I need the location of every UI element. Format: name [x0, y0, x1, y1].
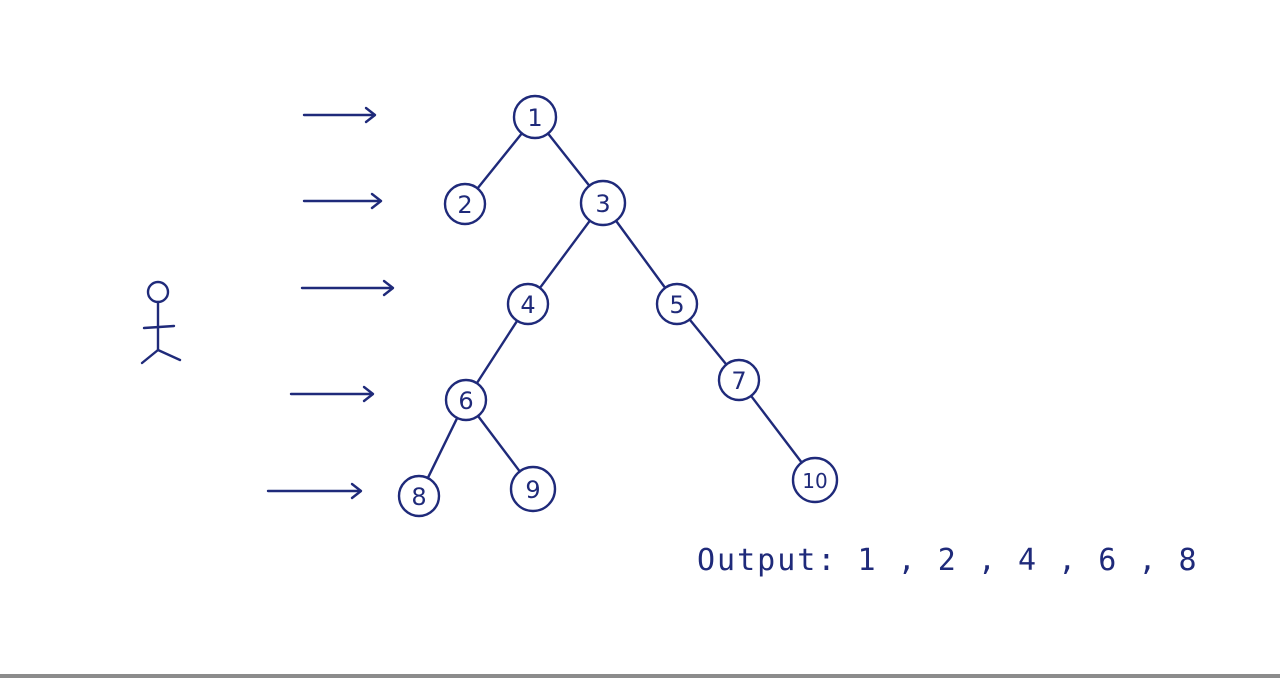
tree-edge-n7-n10 — [749, 394, 803, 464]
tree-node-circle — [512, 94, 558, 140]
level-arrow-3 — [300, 279, 395, 297]
level-arrow-4 — [289, 385, 375, 403]
tree-node-circle — [579, 179, 627, 227]
tree-node-4: 4 — [506, 282, 550, 326]
level-arrow-2 — [302, 192, 383, 210]
tree-node-1: 1 — [512, 94, 558, 140]
output-text: Output: 1 , 2 , 4 , 6 , 8 — [697, 543, 1199, 578]
tree-node-label: 1 — [527, 104, 542, 132]
tree-node-circle — [443, 182, 487, 226]
tree-edge-n3-n5 — [614, 219, 667, 290]
tree-node-3: 3 — [579, 179, 627, 227]
tree-nodes: 1 2 3 4 5 6 7 8 9 10 — [397, 94, 839, 518]
tree-node-label: 5 — [669, 291, 684, 319]
tree-edge-n6-n9 — [476, 414, 521, 473]
tree-node-label: 7 — [731, 367, 746, 395]
tree-node-2: 2 — [443, 182, 487, 226]
tree-edge-n3-n4 — [538, 219, 592, 290]
tree-node-circle — [444, 378, 488, 422]
tree-node-label: 6 — [458, 387, 473, 415]
tree-node-circle — [509, 465, 557, 513]
tree-node-5: 5 — [655, 282, 699, 326]
tree-node-7: 7 — [717, 358, 761, 402]
tree-node-label: 9 — [525, 476, 540, 504]
tree-node-8: 8 — [397, 474, 441, 518]
tree-edge-n5-n7 — [688, 318, 728, 366]
tree-node-label: 2 — [457, 191, 472, 219]
tree-node-label: 8 — [411, 483, 426, 511]
tree-node-9: 9 — [509, 465, 557, 513]
tree-edges — [426, 132, 803, 480]
tree-edge-n4-n6 — [475, 319, 519, 385]
tree-node-label: 4 — [520, 291, 535, 319]
tree-node-label: 3 — [595, 190, 610, 218]
tree-node-circle — [655, 282, 699, 326]
tree-node-circle — [791, 456, 839, 504]
tree-edge-n1-n3 — [546, 132, 591, 187]
level-arrow-1 — [302, 106, 377, 124]
bottom-edge — [0, 674, 1280, 678]
stick-figure-icon — [140, 280, 182, 365]
tree-node-6: 6 — [444, 378, 488, 422]
tree-node-label: 10 — [802, 469, 827, 493]
tree-edge-n6-n8 — [426, 416, 459, 480]
tree-node-circle — [397, 474, 441, 518]
tree-node-circle — [717, 358, 761, 402]
tree-node-circle — [506, 282, 550, 326]
level-arrow-5 — [266, 482, 363, 500]
tree-edge-n1-n2 — [476, 132, 524, 190]
tree-node-10: 10 — [791, 456, 839, 504]
